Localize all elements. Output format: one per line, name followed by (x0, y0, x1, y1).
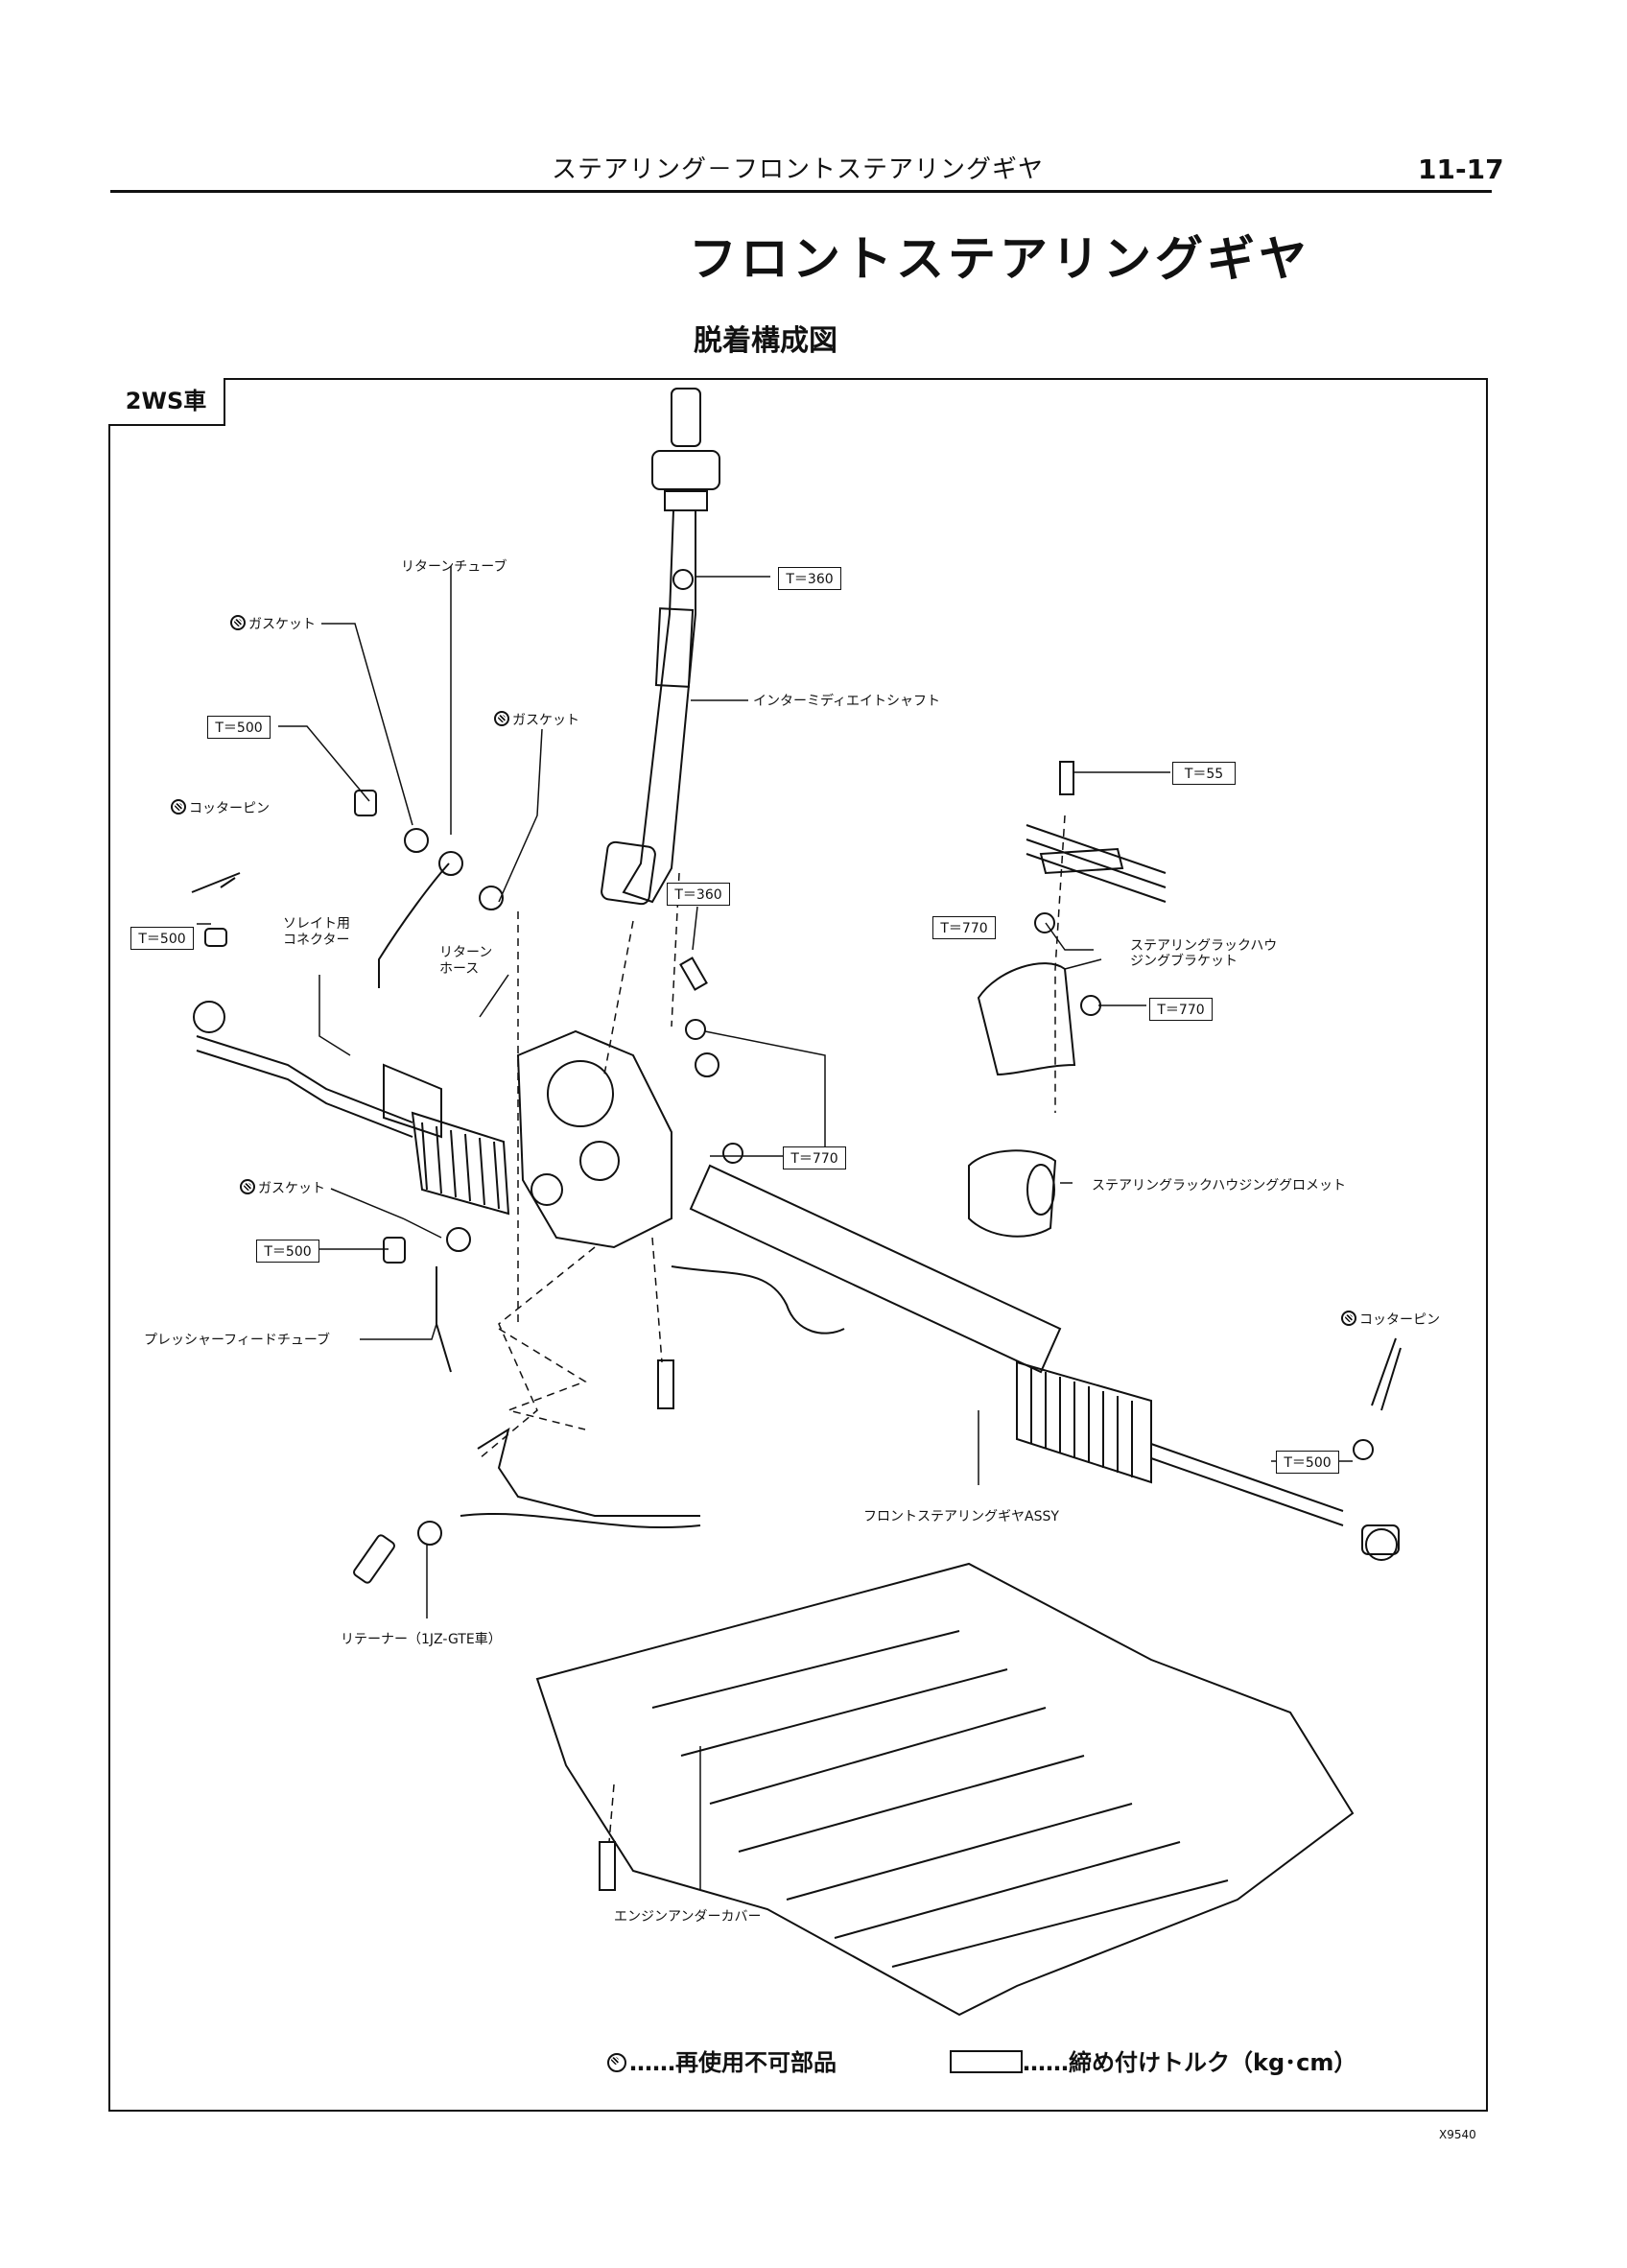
non-reusable-icon (230, 615, 246, 630)
label-intermediate-shaft: インターミディエイトシャフト (753, 694, 941, 709)
label-cotter-pin-left: コッターピン (171, 798, 270, 817)
label-rack-housing-bracket: ステアリングラックハウ ジングブラケット (1130, 938, 1278, 969)
label-gasket-1-text: ガスケット (248, 617, 316, 632)
label-cotter-pin-right: コッターピン (1341, 1310, 1440, 1329)
gear-housing-drawing (193, 1001, 1400, 1561)
fastener-drawings (191, 761, 1402, 1891)
torque-box-bracket-nut-lower: T＝770 (1149, 998, 1213, 1021)
label-return-hose: リターン ホース (439, 945, 493, 977)
label-gasket-1: ガスケット (230, 614, 316, 633)
figure-code: X9540 (1439, 2128, 1476, 2141)
legend-torque-text: ……締め付けトルク（kg･cm） (1023, 2049, 1357, 2076)
torque-box-icon (950, 2050, 1023, 2073)
torque-box-union-bolt-upper: T＝500 (207, 716, 271, 739)
torque-box-bracket-nut-upper: T＝770 (932, 916, 996, 939)
label-retainer: リテーナー（1JZ-GTE車） (341, 1632, 502, 1647)
label-gasket-2: ガスケット (494, 710, 579, 729)
non-reusable-icon (607, 2053, 626, 2072)
legend-torque: ……締め付けトルク（kg･cm） (950, 2044, 1356, 2077)
variant-label: 2WS車 (108, 378, 225, 426)
page-title: フロントステアリングギヤ (689, 231, 1310, 287)
dashed-alignment-lines (479, 815, 1066, 1843)
label-engine-under-cover: エンジンアンダーカバー (614, 1909, 762, 1925)
non-reusable-icon (494, 711, 509, 726)
label-cotter-pin-left-text: コッターピン (189, 801, 270, 816)
torque-box-union-bolt-lower: T＝500 (256, 1240, 319, 1263)
label-gasket-3-text: ガスケット (258, 1181, 325, 1196)
torque-box-bracket-bolt: T＝55 (1172, 762, 1236, 785)
header-rule (110, 190, 1492, 193)
bracket-drawing (968, 824, 1167, 1238)
torque-box-shaft-lower: T＝360 (667, 883, 730, 906)
page-number: 11-17 (1418, 154, 1504, 185)
label-gasket-3: ガスケット (240, 1178, 325, 1197)
non-reusable-icon (240, 1179, 255, 1194)
header-section-title: ステアリング－フロントステアリングギヤ (552, 155, 1045, 184)
torque-box-shaft-upper: T＝360 (778, 567, 841, 590)
diagram-frame (108, 378, 1488, 2112)
legend-non-reusable: ……再使用不可部品 (607, 2044, 837, 2077)
label-return-tube: リターンチューブ (401, 559, 507, 575)
label-gear-assy: フロントステアリングギヤASSY (863, 1509, 1059, 1524)
label-solenoid-connector: ソレイト用 コネクター (283, 916, 350, 948)
non-reusable-icon (1341, 1311, 1356, 1326)
label-cotter-pin-right-text: コッターピン (1359, 1312, 1440, 1328)
torque-box-tie-rod-nut-left: T＝500 (130, 927, 194, 950)
intermediate-shaft-drawing (601, 388, 720, 906)
torque-box-gear-mount-nut: T＝770 (783, 1146, 846, 1169)
diagram-subtitle: 脱着構成図 (694, 324, 837, 358)
engine-under-cover-drawing (535, 1562, 1355, 2017)
non-reusable-icon (171, 799, 186, 815)
label-pressure-feed-tube: プレッシャーフィードチューブ (144, 1333, 331, 1348)
label-gasket-2-text: ガスケット (512, 713, 579, 728)
legend-non-reusable-text: ……再使用不可部品 (629, 2049, 837, 2076)
label-rack-housing-grommet: ステアリングラックハウジンググロメット (1092, 1178, 1347, 1193)
torque-box-tie-rod-nut-right: T＝500 (1276, 1451, 1339, 1474)
